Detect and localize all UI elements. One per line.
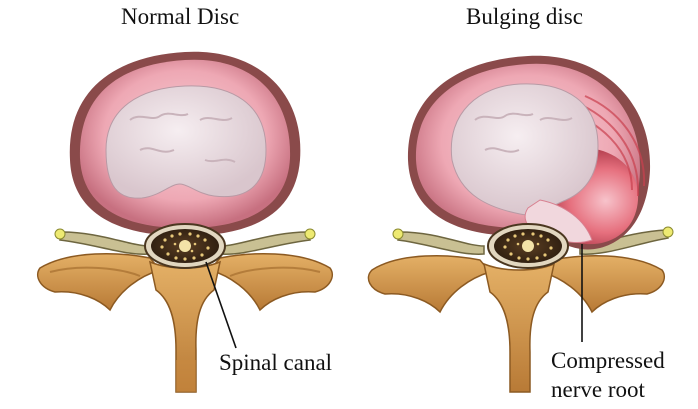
- normal-disc: [70, 52, 301, 236]
- bulging-spinal-canal: [488, 224, 568, 268]
- nerve-root-label-line2: nerve root: [551, 374, 645, 405]
- normal-spinal-canal: [145, 224, 225, 268]
- normal-disc-illustration: [38, 52, 333, 392]
- compressed-label-line1: Compressed: [551, 345, 665, 376]
- bulging-disc-title: Bulging disc: [466, 4, 583, 30]
- spinal-canal-label: Spinal canal: [219, 347, 332, 378]
- bulging-disc: [408, 56, 650, 250]
- bulging-disc-illustration: [368, 56, 673, 392]
- normal-disc-title: Normal Disc: [121, 4, 239, 30]
